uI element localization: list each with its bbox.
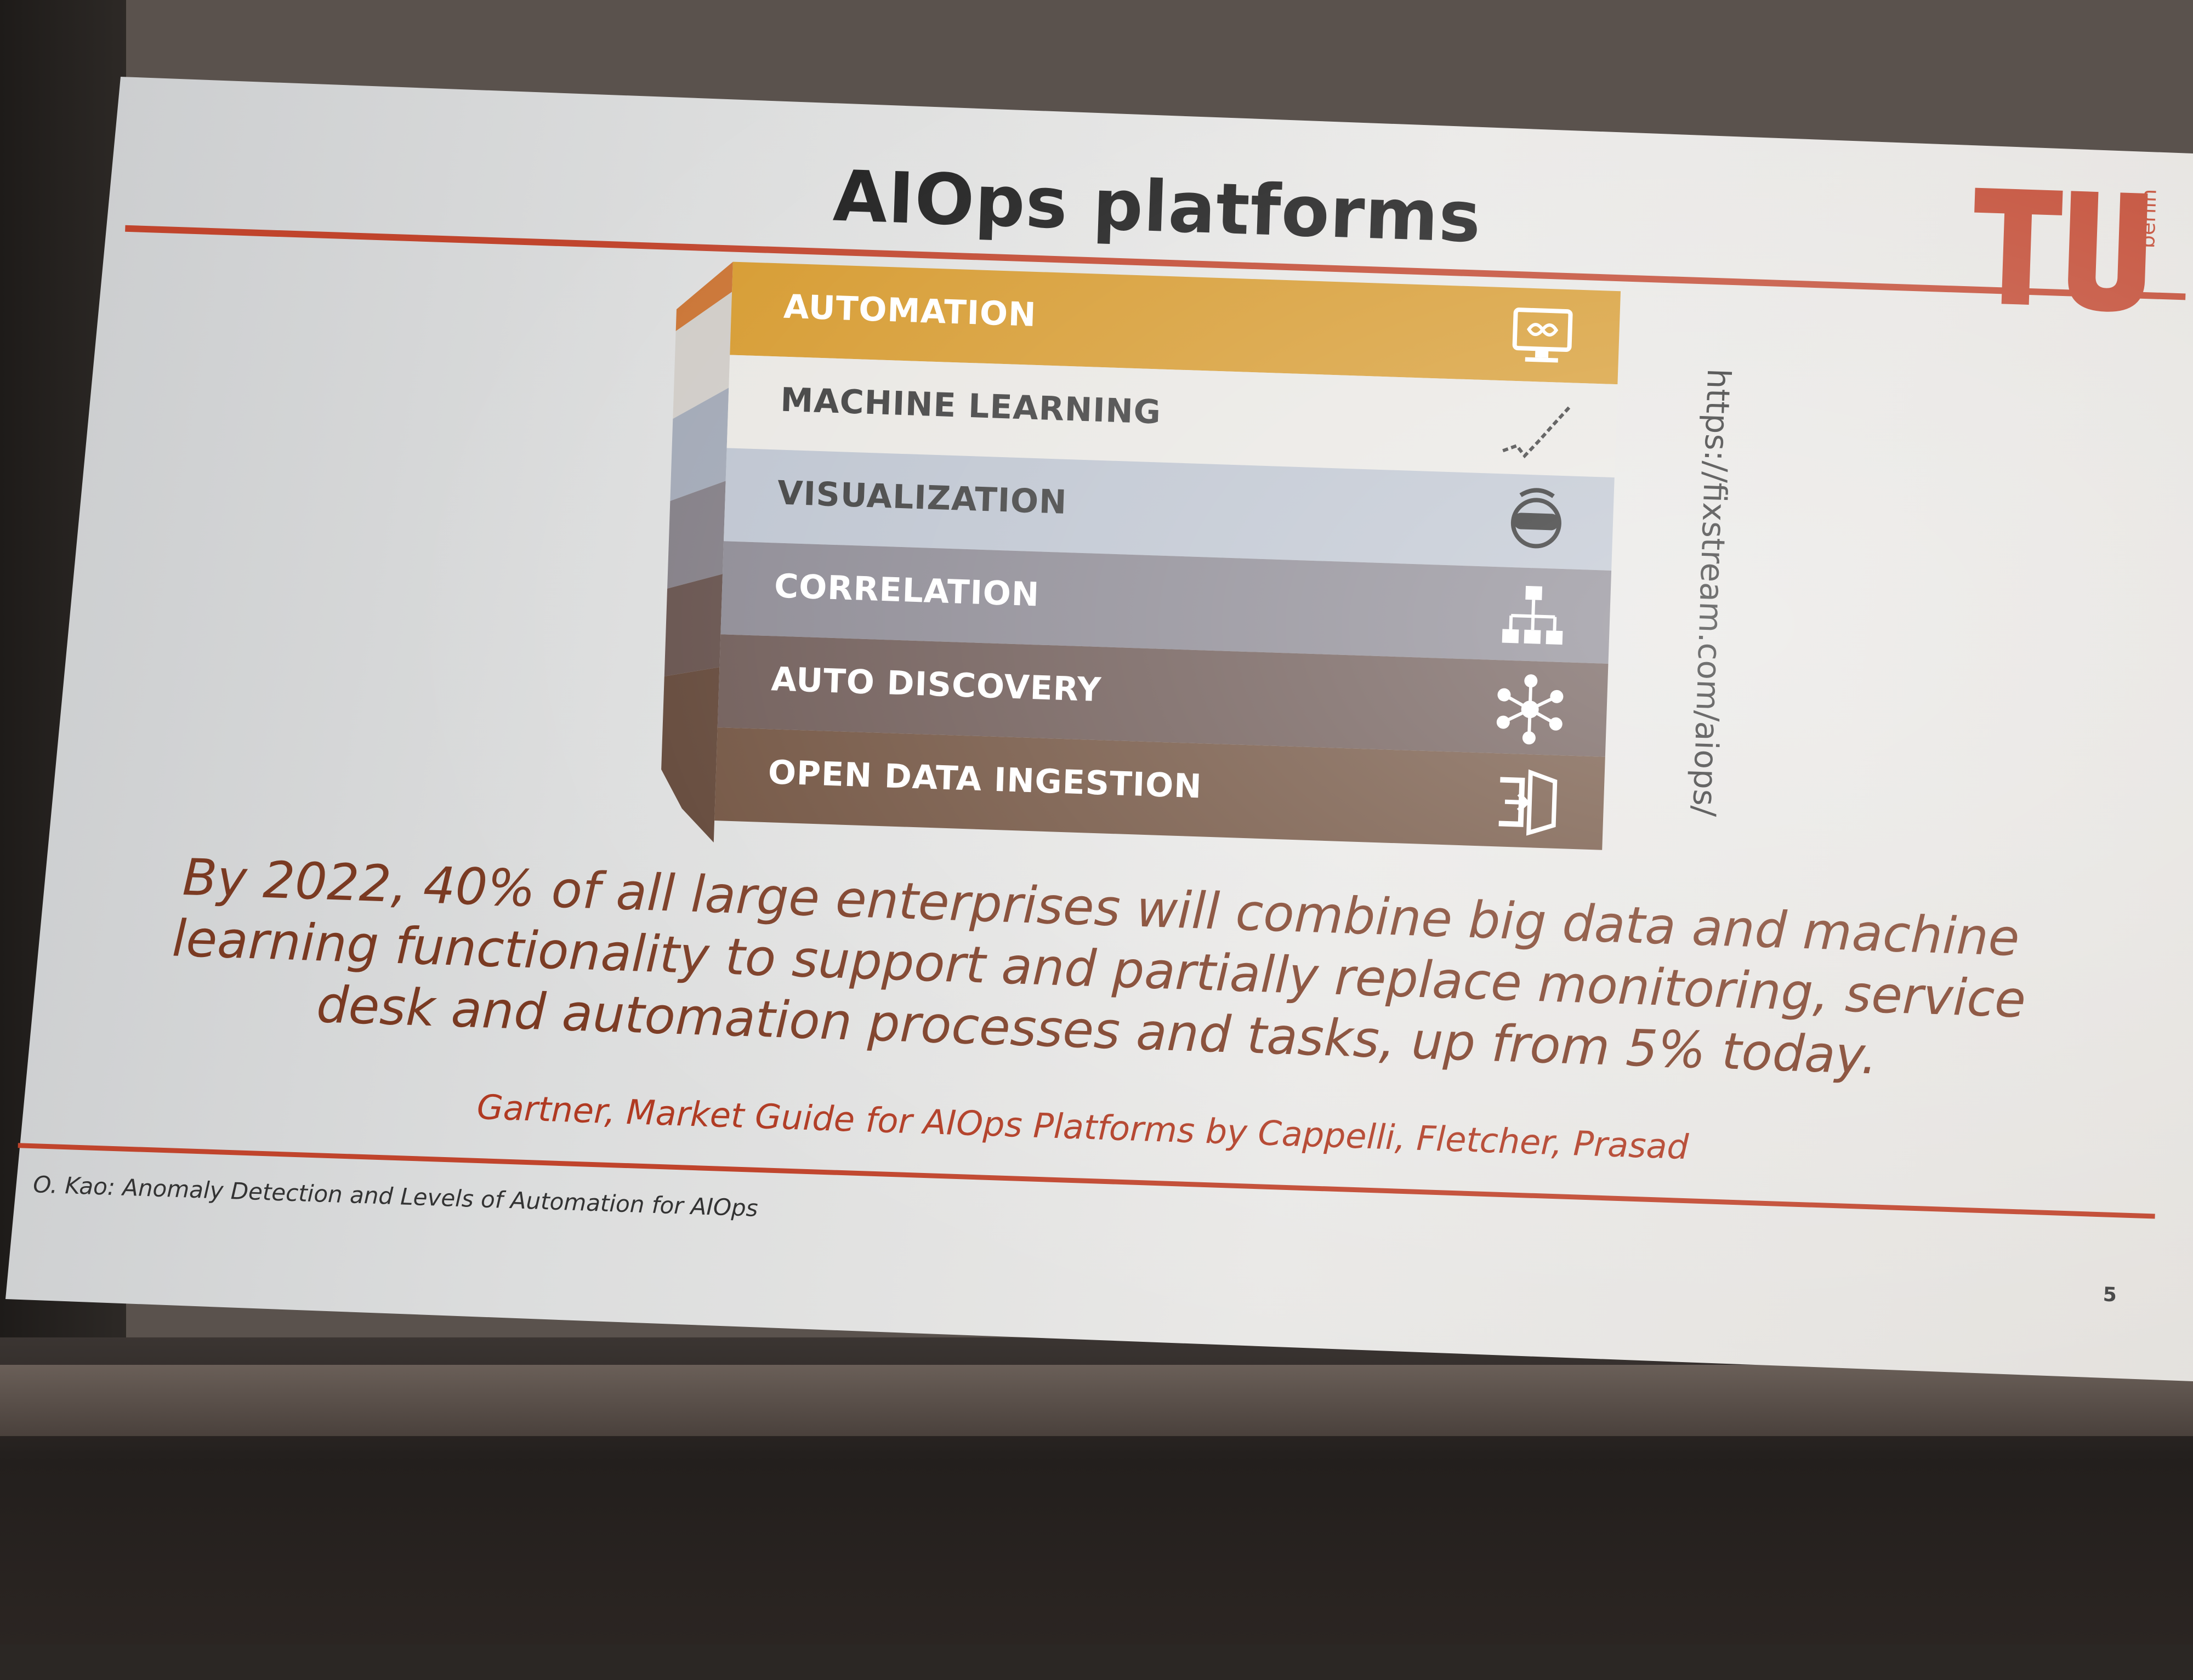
layer-automation: AUTOMATION	[730, 261, 1621, 385]
screen-bottom-edge	[0, 1365, 2193, 1436]
source-url: https://fixstream.com/aiops/	[1685, 368, 1738, 817]
trend-line-icon	[1502, 405, 1572, 459]
layer-visualization: VISUALIZATION	[723, 448, 1615, 571]
layer-label: AUTO DISCOVERY	[770, 660, 1103, 710]
layer-label: AUTOMATION	[783, 287, 1037, 334]
slide-title: AIOps platforms	[832, 155, 1482, 259]
aiops-layer-stack: AUTOMATION MACHINE LEARNING VISUALIZATIO…	[626, 259, 1632, 883]
sign-in-icon	[1498, 769, 1558, 836]
vr-headset-person-icon	[1510, 488, 1561, 549]
stack-bevel	[661, 261, 733, 842]
monitor-infinity-icon	[1512, 307, 1573, 363]
layer-auto-discovery: AUTO DISCOVERY	[717, 634, 1609, 757]
tu-berlin-logo: berlin	[1974, 187, 2161, 312]
layer-open-data-ingestion: OPEN DATA INGESTION	[714, 727, 1605, 850]
svg-text:berlin: berlin	[2135, 189, 2161, 249]
network-nodes-icon	[1496, 674, 1564, 745]
layer-correlation: CORRELATION	[720, 541, 1612, 664]
layer-label: MACHINE LEARNING	[780, 380, 1162, 432]
slide-footer: O. Kao: Anomaly Detection and Levels of …	[32, 1171, 759, 1222]
layer-machine-learning: MACHINE LEARNING	[726, 355, 1618, 478]
hierarchy-icon	[1502, 585, 1563, 645]
layer-label: OPEN DATA INGESTION	[767, 753, 1203, 806]
layer-label: VISUALIZATION	[776, 474, 1068, 522]
gartner-quote: By 2022, 40% of all large enterprises wi…	[171, 847, 2027, 1086]
layer-label: CORRELATION	[774, 567, 1041, 614]
page-number: 5	[2103, 1283, 2117, 1307]
